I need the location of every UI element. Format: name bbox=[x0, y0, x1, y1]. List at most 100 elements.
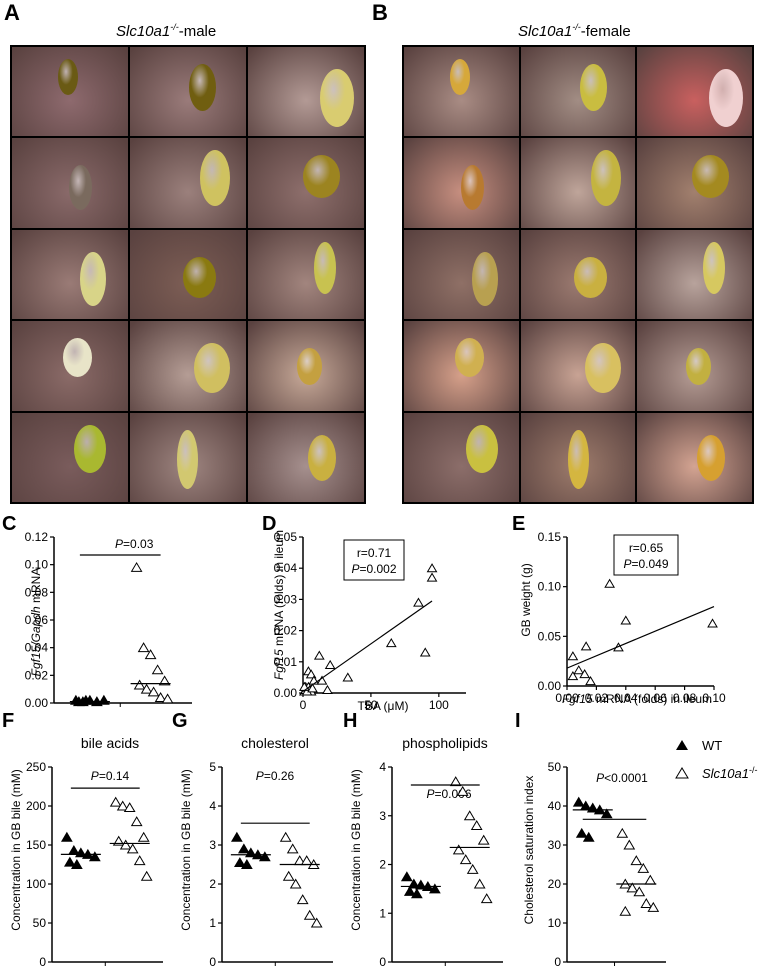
panel-d-point bbox=[385, 638, 397, 648]
panel-letter-g: G bbox=[172, 710, 188, 732]
panel-c-ylabel: Fgf15/Gapdh mRNA bbox=[29, 568, 43, 677]
panel-f-y-tick-label: 150 bbox=[26, 838, 46, 852]
panel-f-pvalue-rest: =0.14 bbox=[99, 769, 130, 783]
female-photo-11 bbox=[520, 321, 636, 411]
panel-c-point bbox=[161, 693, 174, 704]
panel-f-point bbox=[137, 831, 150, 842]
panel-d-y-tick-label: 0.01 bbox=[274, 655, 298, 669]
panel-h-point bbox=[480, 893, 493, 904]
panel-h-y-tick-label: 3 bbox=[379, 809, 386, 823]
panel-d-y-tick-label: 0.02 bbox=[274, 624, 298, 638]
panel-g-y-tick-label: 4 bbox=[209, 799, 216, 813]
gallbladder-shape bbox=[709, 69, 744, 127]
panel-i-point bbox=[647, 901, 660, 912]
panel-h-point bbox=[463, 810, 476, 821]
male-photo-3 bbox=[248, 47, 364, 137]
panel-d-x-tick-label: 50 bbox=[364, 698, 378, 712]
panel-i-y-tick-label: 10 bbox=[548, 916, 562, 930]
panel-i-point bbox=[619, 905, 632, 916]
gallbladder-shape bbox=[80, 251, 106, 306]
panel-e-y-tick-label: 0.00 bbox=[538, 679, 562, 693]
gallbladder-shape bbox=[74, 424, 106, 473]
panel-i-point bbox=[572, 796, 585, 807]
panel-e-point bbox=[573, 665, 585, 675]
panel-d-ylabel-rest: mRNA (folds) in ileum bbox=[272, 530, 286, 649]
panel-e-x-tick-label: 0.02 bbox=[585, 691, 609, 705]
panel-b-title-sex: -female bbox=[580, 23, 631, 40]
panel-g-y-tick-label: 5 bbox=[209, 760, 216, 774]
female-photo-5 bbox=[520, 138, 636, 228]
gallbladder-shape bbox=[697, 434, 726, 481]
panel-c-point bbox=[147, 686, 160, 697]
gallbladder-shape bbox=[314, 241, 336, 294]
panel-letter-h: H bbox=[343, 710, 357, 732]
panel-c-point bbox=[140, 683, 153, 694]
panel-e-y-tick-label: 0.05 bbox=[538, 629, 562, 643]
panel-d-point bbox=[313, 650, 325, 660]
panel-d-y-tick-label: 0.05 bbox=[274, 530, 298, 544]
female-photo-13 bbox=[404, 412, 519, 502]
gallbladder-shape bbox=[69, 165, 92, 211]
female-photo-1 bbox=[404, 47, 519, 137]
panel-a-title-sex: -male bbox=[178, 23, 217, 40]
panel-h-point bbox=[400, 871, 413, 882]
female-photo-12 bbox=[637, 321, 752, 411]
panel-h-point bbox=[477, 834, 490, 845]
panel-c-point bbox=[158, 675, 171, 686]
male-photo-14 bbox=[130, 412, 246, 502]
panel-g-y-tick-label: 0 bbox=[209, 955, 216, 969]
panel-e-x-tick-label: 0.10 bbox=[702, 691, 726, 705]
gallbladder-shape bbox=[573, 256, 607, 298]
gallbladder-shape bbox=[320, 69, 354, 127]
panel-d-p: P=0.002 bbox=[351, 562, 396, 576]
panel-g-point bbox=[240, 859, 253, 869]
panel-f-point bbox=[88, 851, 101, 862]
panel-i-point bbox=[582, 831, 595, 842]
male-photo-5 bbox=[130, 138, 246, 228]
female-photo-9 bbox=[637, 229, 752, 320]
panel-d-stats-box bbox=[343, 539, 405, 581]
panel-e-x-tick-label: 0.00 bbox=[555, 691, 579, 705]
panel-i-point bbox=[575, 827, 588, 838]
panel-c-ylabel-gene: Fgf15/Gapdh bbox=[29, 606, 43, 676]
panel-f-point bbox=[60, 831, 73, 842]
male-photo-11 bbox=[130, 321, 246, 411]
panel-i-point bbox=[626, 882, 639, 893]
panel-h-point bbox=[459, 854, 472, 865]
gallbladder-shape bbox=[686, 348, 712, 386]
gallbladder-shape bbox=[303, 155, 340, 199]
panel-h-y-tick-label: 4 bbox=[379, 760, 386, 774]
panel-letter-d: D bbox=[262, 513, 276, 535]
panel-c-point bbox=[154, 691, 167, 702]
panel-i-point bbox=[616, 827, 629, 838]
panel-f-ylabel: Concentration in GB bile (mM) bbox=[9, 769, 23, 930]
panel-e-point bbox=[620, 615, 632, 625]
panel-e-stats-box bbox=[613, 534, 679, 576]
panel-c-y-tick-label: 0.04 bbox=[25, 641, 49, 655]
male-photo-10 bbox=[12, 321, 128, 411]
panel-f-point bbox=[123, 802, 136, 813]
panel-h-point bbox=[452, 844, 465, 855]
gallbladder-shape bbox=[308, 434, 336, 481]
female-photo-3 bbox=[637, 47, 752, 137]
panel-e-x-tick-label: 0.08 bbox=[673, 691, 697, 705]
panel-d-x-tick-label: 100 bbox=[429, 698, 449, 712]
panel-i-point bbox=[600, 808, 613, 819]
gallbladder-shape bbox=[590, 150, 621, 207]
panel-c-pvalue-p: P bbox=[115, 537, 123, 551]
legend-ko-label: Slc10a1-/- bbox=[702, 765, 757, 781]
panel-h-ylabel: Concentration in GB bile (mM) bbox=[349, 769, 363, 930]
panel-f-y-tick-label: 250 bbox=[26, 760, 46, 774]
panel-g-point bbox=[300, 855, 313, 866]
panel-h-point bbox=[466, 863, 479, 874]
gallbladder-shape bbox=[567, 429, 589, 489]
panel-c-y-tick-label: 0.02 bbox=[25, 668, 49, 682]
panel-g-point bbox=[296, 894, 309, 905]
panel-a-title-sup: -/- bbox=[170, 22, 179, 32]
panel-a-title: Slc10a1-/--male bbox=[116, 22, 216, 40]
female-photo-7 bbox=[404, 229, 519, 320]
panel-i-point bbox=[644, 874, 657, 885]
panel-h-y-tick-label: 1 bbox=[379, 906, 386, 920]
gallbladder-shape bbox=[177, 429, 198, 489]
male-photo-13 bbox=[12, 412, 128, 502]
